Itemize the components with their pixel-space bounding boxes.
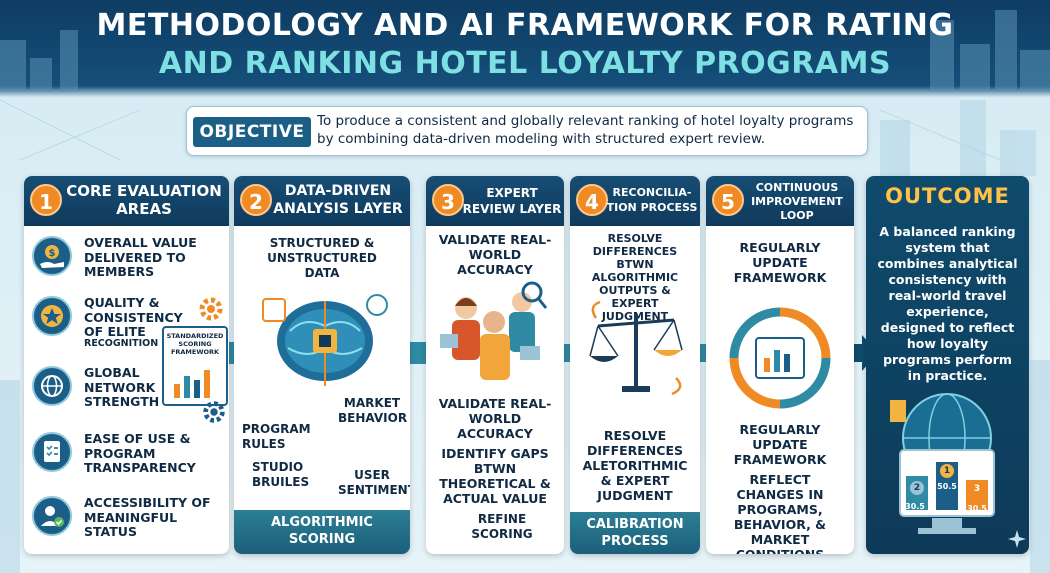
- mini-bar-chart-icon: [174, 370, 210, 398]
- globe-icon: [32, 366, 72, 406]
- expert-reviewers-illustration: [440, 281, 548, 380]
- rank-badge-3: 3: [970, 482, 984, 496]
- objective-box: OBJECTIVE To produce a consistent and gl…: [186, 106, 868, 156]
- step-2-title: DATA-DRIVEN ANALYSIS LAYER: [273, 183, 403, 217]
- scoring-framework-card: STANDARDIZED SCORING FRAMEWORK: [162, 326, 228, 406]
- step-2-label-studio-bruiles: STUDIO BRUILES: [252, 460, 310, 489]
- step-2-label-program-rules: PROGRAM RULES: [242, 422, 311, 451]
- step-2-label-market-behavior: MARKET BEHAVIOR: [338, 396, 408, 425]
- rank-score-2: 30.5: [905, 502, 925, 511]
- step-1-header: 1 CORE EVALUATION AREAS: [24, 176, 229, 226]
- checklist-icon: [32, 432, 72, 472]
- outcome-text: A balanced ranking system that combines …: [877, 224, 1018, 383]
- balance-scale-icon: [589, 300, 683, 396]
- step-5-panel: 5 CONTINUOUS IMPROVEMENT LOOP REGULARLY …: [706, 176, 854, 554]
- step-2-panel: 2 DATA-DRIVEN ANALYSIS LAYER STRUCTURED …: [234, 176, 410, 554]
- objective-label: OBJECTIVE: [193, 117, 311, 147]
- criterion-label: ACCESSIBILITY OF MEANINGFUL STATUS: [84, 495, 211, 539]
- criterion-global-network: GLOBAL NETWORK STRENGTH: [32, 364, 227, 418]
- page-title-line1: METHODOLOGY AND AI FRAMEWORK FOR RATING: [96, 8, 954, 43]
- data-node-icon: [366, 294, 388, 316]
- step-4-footer: CALIBRATION PROCESS: [570, 512, 700, 554]
- criterion-label: QUALITY & CONSISTENCY OF ELITE: [84, 295, 183, 339]
- objective-text: To produce a consistent and globally rel…: [317, 113, 854, 147]
- step-2-footer: ALGORITHMIC SCORING: [234, 510, 410, 554]
- page-title-line2: AND RANKING HOTEL LOYALTY PROGRAMS: [158, 46, 892, 81]
- step-3-header: 3 EXPERT REVIEW LAYER: [426, 176, 564, 226]
- criterion-label: GLOBAL NETWORK STRENGTH: [84, 365, 160, 409]
- scoring-framework-label: STANDARDIZED SCORING FRAMEWORK: [166, 332, 224, 356]
- rank-badge-1: 1: [940, 464, 954, 478]
- money-hand-icon: $: [32, 236, 72, 276]
- step-3-identify-gaps: IDENTIFY GAPS BTWN THEORETICAL & ACTUAL …: [439, 446, 551, 506]
- rank-score-3: 30.5: [967, 504, 987, 513]
- criterion-label: EASE OF USE & PROGRAM TRANSPARENCY: [84, 431, 196, 475]
- ranking-dashboard-illustration: [890, 393, 995, 534]
- step-3-title: EXPERT REVIEW LAYER: [462, 186, 562, 216]
- step-1-number: 1: [30, 184, 62, 216]
- ai-brain-icon: [277, 301, 373, 386]
- outcome-panel: OUTCOME A balanced ranking system that c…: [866, 176, 1029, 554]
- step-3-panel: 3 EXPERT REVIEW LAYER VALIDATE REAL-WORL…: [426, 176, 564, 554]
- criterion-label: OVERALL VALUE DELIVERED TO MEMBERS: [84, 235, 197, 279]
- gear-icon: [203, 401, 225, 423]
- step-5-header: 5 CONTINUOUS IMPROVEMENT LOOP: [706, 176, 854, 226]
- step-3-mid-text: VALIDATE REAL-WORLD ACCURACY: [438, 396, 552, 441]
- calibration-process-label: CALIBRATION PROCESS: [586, 517, 684, 549]
- step-4-top-text: RESOLVE DIFFERENCES BTWN ALGORITHMIC OUT…: [591, 232, 679, 323]
- step-3-top-text: VALIDATE REAL-WORLD ACCURACY: [438, 232, 552, 277]
- step-2-header: 2 DATA-DRIVEN ANALYSIS LAYER: [234, 176, 410, 226]
- step-3-refine-scoring: REFINE SCORING: [471, 512, 533, 541]
- criterion-ease-of-use: EASE OF USE & PROGRAM TRANSPARENCY: [32, 430, 227, 484]
- step-5-number: 5: [712, 184, 744, 216]
- criterion-sublabel: RECOGNITION: [84, 338, 159, 349]
- step-5-bottom-text: REFLECT CHANGES IN PROGRAMS, BEHAVIOR, &…: [733, 472, 827, 554]
- criterion-overall-value: $ OVERALL VALUE DELIVERED TO MEMBERS: [32, 234, 227, 288]
- svg-text:$: $: [49, 248, 56, 259]
- rank-score-1: 50.5: [937, 482, 957, 491]
- sparkle-icon: [1008, 530, 1026, 548]
- data-node-icon: [262, 298, 286, 322]
- step-3-number: 3: [432, 184, 464, 216]
- step-1-title: CORE EVALUATION AREAS: [66, 182, 222, 218]
- title-band: METHODOLOGY AND AI FRAMEWORK FOR RATING …: [0, 0, 1050, 92]
- step-2-label-user-sentiment: USER SENTIMENT: [338, 468, 410, 497]
- step-4-number: 4: [576, 184, 608, 216]
- step-5-top-text: REGULARLY UPDATE FRAMEWORK: [733, 240, 827, 285]
- gear-icon: [199, 297, 223, 321]
- improvement-cycle-icon: [729, 307, 831, 409]
- step-5-mid-text: REGULARLY UPDATE FRAMEWORK: [733, 422, 827, 467]
- step-5-title: CONTINUOUS IMPROVEMENT LOOP: [751, 181, 843, 222]
- star-badge-icon: [32, 296, 72, 336]
- rank-badge-2: 2: [910, 481, 924, 495]
- criterion-accessibility: ACCESSIBILITY OF MEANINGFUL STATUS: [32, 494, 227, 548]
- step-2-data-sources: STRUCTURED & UNSTRUCTURED DATA: [267, 236, 377, 280]
- step-4-header: 4 RECONCILIA-TION PROCESS: [570, 176, 700, 226]
- criterion-elite-recognition: QUALITY & CONSISTENCY OF ELITE RECOGNITI…: [32, 294, 227, 349]
- step-2-number: 2: [240, 184, 272, 216]
- outcome-title: OUTCOME: [885, 184, 1010, 208]
- step-4-bottom-text: RESOLVE DIFFERENCES ALETORITHMIC & EXPER…: [582, 428, 688, 503]
- step-1-panel: 1 CORE EVALUATION AREAS $ OVERALL VALUE …: [24, 176, 229, 554]
- step-4-title: RECONCILIA-TION PROCESS: [606, 186, 698, 214]
- user-check-icon: [32, 496, 72, 536]
- algorithmic-scoring-label: ALGORITHMIC SCORING: [271, 515, 373, 547]
- step-4-panel: 4 RECONCILIA-TION PROCESS RESOLVE DIFFER…: [570, 176, 700, 554]
